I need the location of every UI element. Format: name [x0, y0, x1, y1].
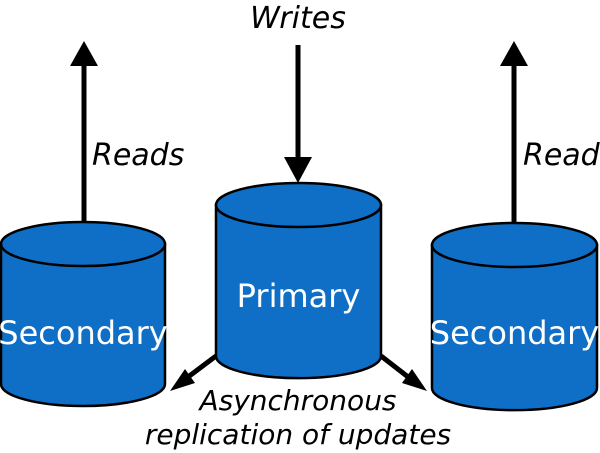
- replication-label-line1: Asynchronous: [197, 384, 396, 417]
- reads-arrow-right: [500, 41, 528, 224]
- secondary-right-label: Secondary: [430, 314, 599, 352]
- secondary-database-left: Secondary: [0, 220, 168, 408]
- replication-arrow-right: [379, 354, 427, 391]
- writes-arrow: [284, 45, 312, 183]
- primary-database: Primary: [214, 181, 383, 380]
- reads-label-right: Reads: [523, 138, 600, 173]
- replication-label-line2: replication of updates: [145, 418, 451, 451]
- writes-label: Writes: [250, 1, 346, 36]
- reads-arrow-left: [70, 41, 98, 228]
- primary-label: Primary: [237, 277, 361, 315]
- secondary-left-label: Secondary: [0, 314, 168, 352]
- secondary-database-right: Secondary: [430, 221, 599, 412]
- replication-arrow-left: [170, 354, 218, 391]
- reads-label-left: Reads: [92, 138, 184, 173]
